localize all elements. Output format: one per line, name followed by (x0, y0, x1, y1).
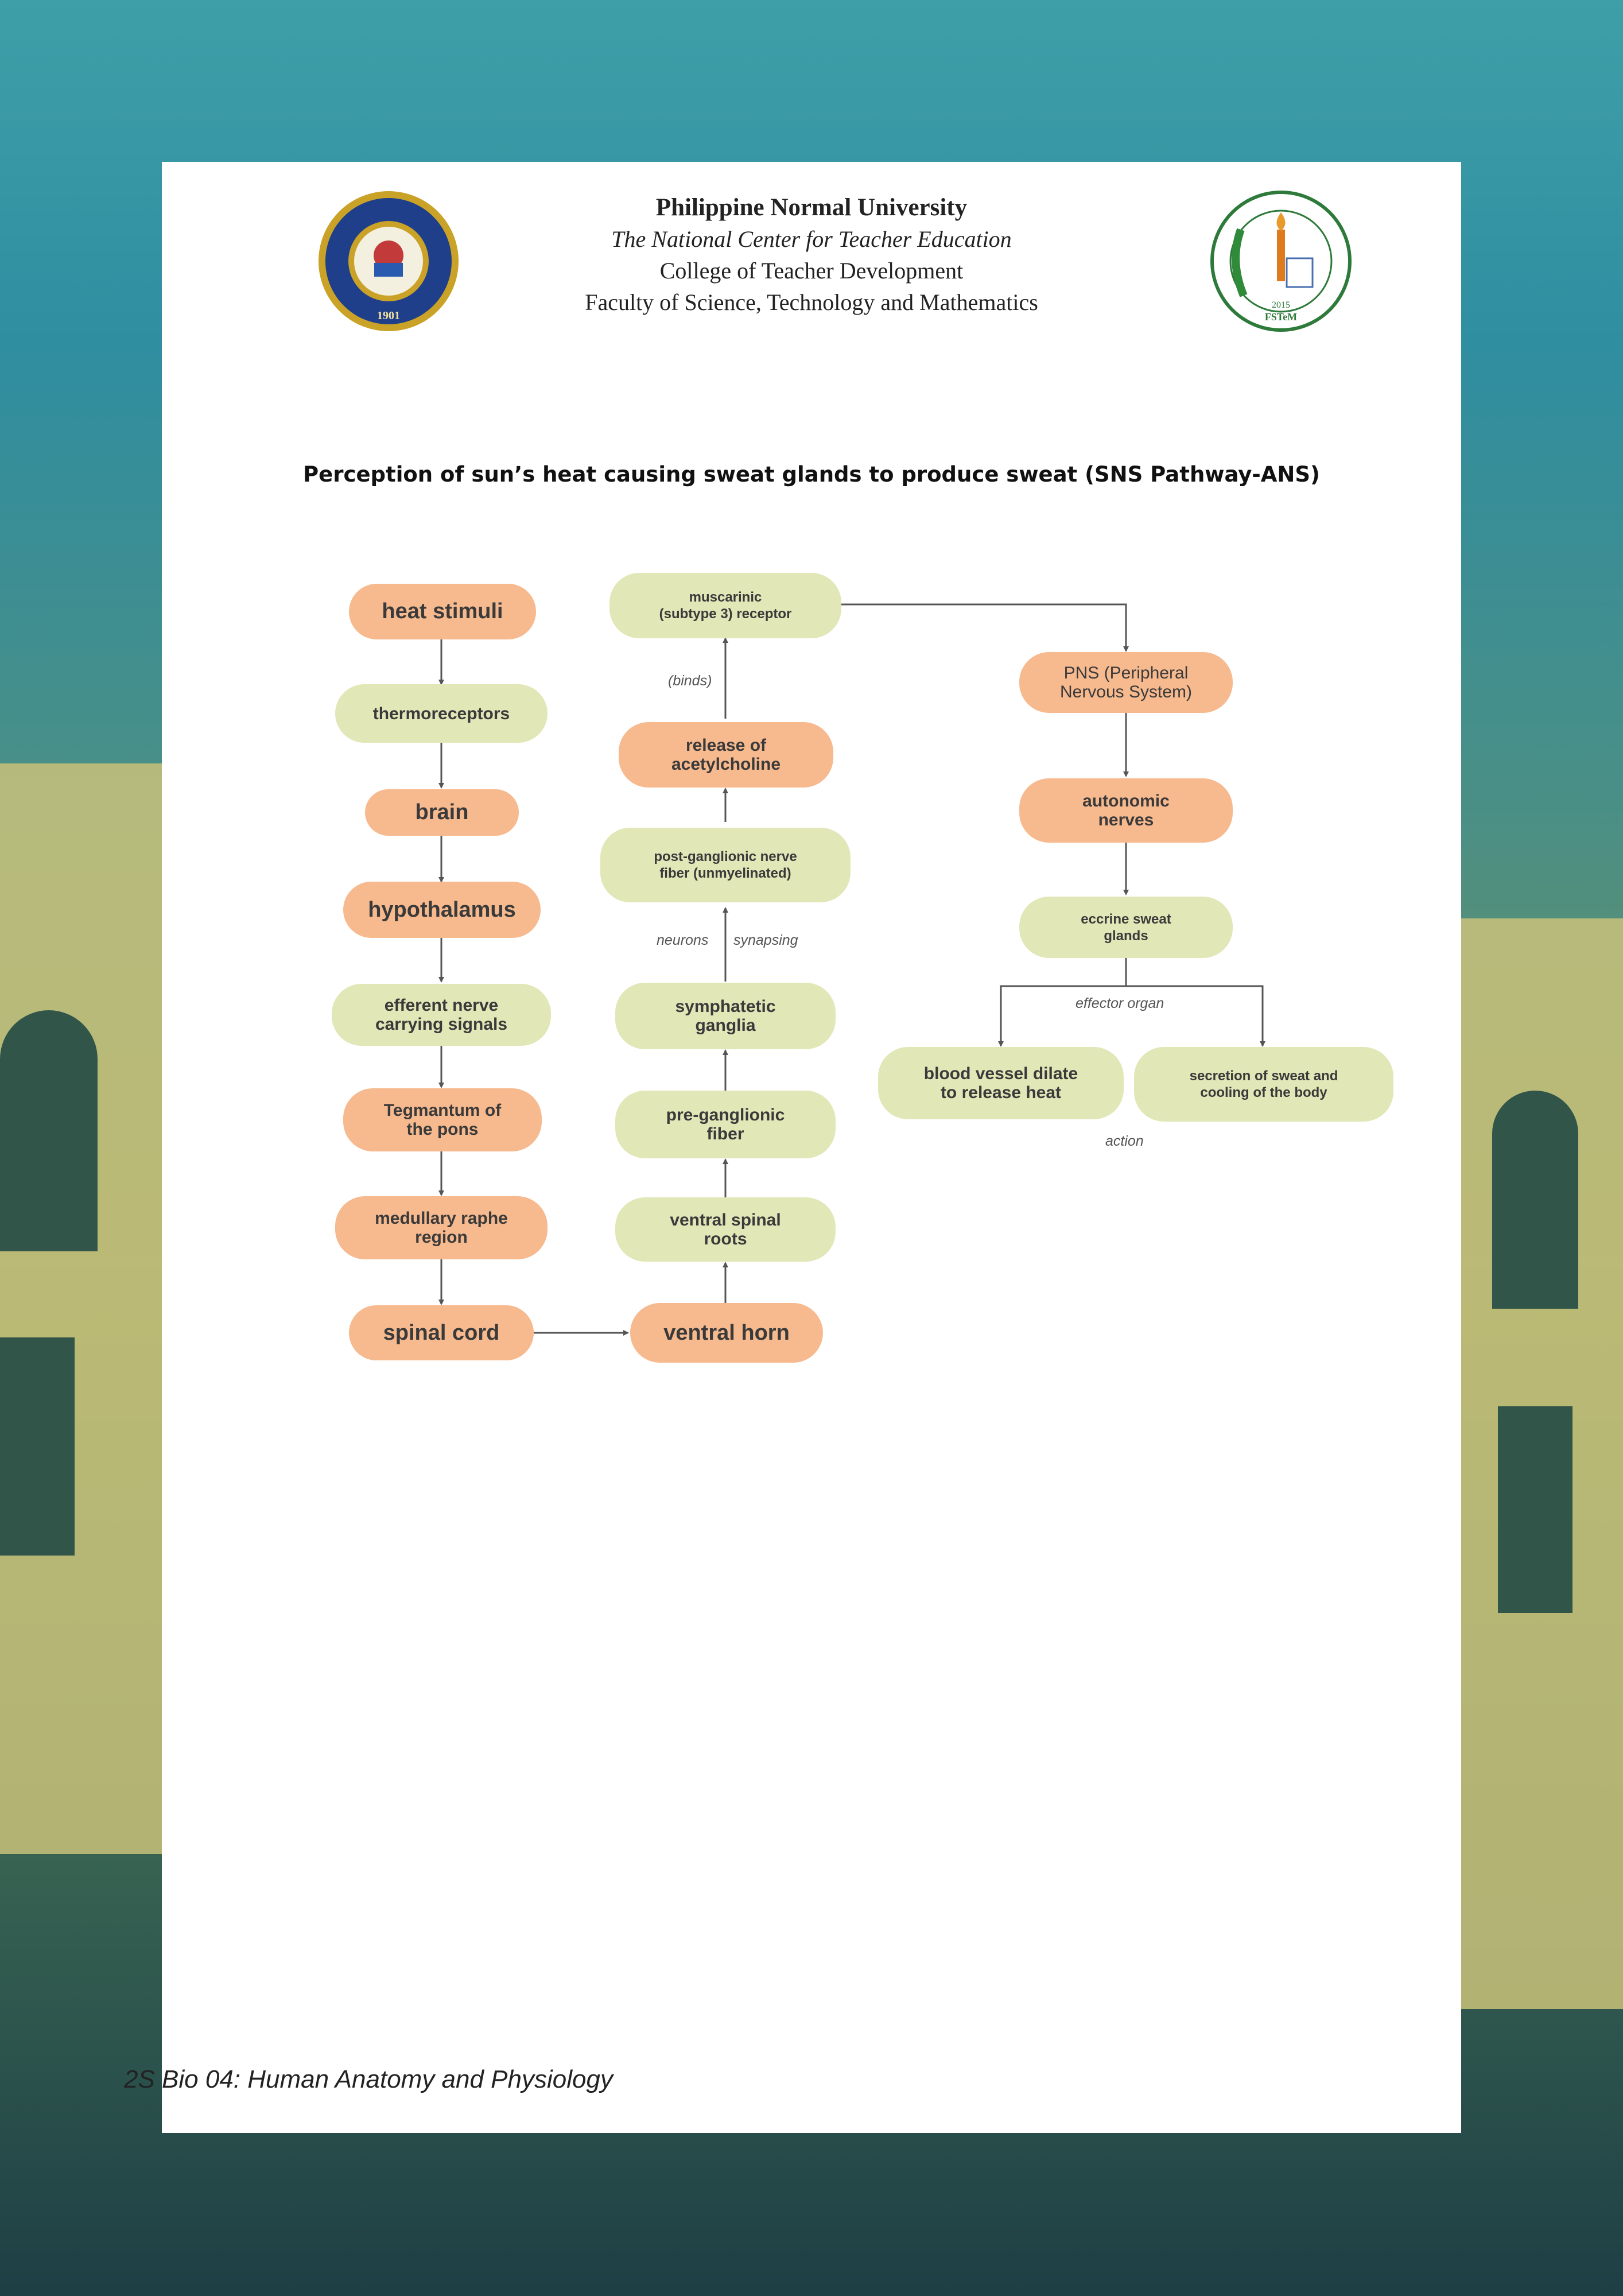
building-right-window (1498, 1406, 1572, 1613)
svg-text:1901: 1901 (377, 309, 400, 322)
seal-year: 1901 (377, 309, 400, 322)
label-action: action (1105, 1133, 1144, 1149)
label-effector-organ: effector organ (1075, 995, 1164, 1011)
node-eccrine-sweat-glands: eccrine sweat glands (1019, 897, 1233, 958)
svg-text:FSTeM: FSTeM (1265, 311, 1297, 323)
node-ventral-horn: ventral horn (630, 1303, 823, 1363)
institution-header: Philippine Normal University The Nationa… (162, 192, 1461, 318)
university-tagline: The National Center for Teacher Educatio… (611, 226, 1012, 252)
node-sweat-secretion: secretion of sweat and cooling of the bo… (1134, 1047, 1393, 1122)
node-sympathetic-ganglia: symphatetic ganglia (615, 983, 836, 1049)
building-left-window (0, 1010, 98, 1251)
label-binds: (binds) (668, 673, 712, 689)
college-name: College of Teacher Development (659, 258, 964, 284)
label-synapsing: synapsing (733, 932, 798, 948)
pnu-seal-logo (319, 191, 459, 331)
node-heat-stimuli: heat stimuli (349, 584, 536, 639)
course-footer: 2S Bio 04: Human Anatomy and Physiology (124, 2065, 613, 2093)
diagram-title: Perception of sun’s heat causing sweat g… (303, 462, 1320, 487)
svg-text:2015: 2015 (1272, 300, 1290, 310)
faculty-name: Faculty of Science, Technology and Mathe… (585, 289, 1038, 315)
college-logo (1210, 191, 1352, 332)
node-ventral-spinal-roots: ventral spinal roots (615, 1197, 836, 1262)
document-page: 1901 Philippine Normal University The Na… (162, 162, 1461, 2133)
node-release-acetylcholine: release of acetylcholine (619, 722, 833, 788)
node-brain: brain (365, 789, 519, 836)
node-postganglionic-fiber: post-ganglionic nerve fiber (unmyelinate… (600, 828, 851, 902)
node-blood-vessel-dilate: blood vessel dilate to release heat (878, 1047, 1124, 1119)
node-tegmentum: Tegmantum of the pons (343, 1088, 542, 1151)
flow-arrows (438, 603, 1265, 1336)
node-preganglionic-fiber: pre-ganglionic fiber (615, 1091, 836, 1158)
node-spinal-cord: spinal cord (349, 1305, 534, 1360)
node-autonomic-nerves: autonomic nerves (1019, 778, 1233, 843)
node-thermoreceptors: thermoreceptors (335, 684, 548, 743)
node-pns: PNS (Peripheral Nervous System) (1019, 652, 1233, 713)
college-logo-text: 2015 FSTeM (1265, 300, 1297, 323)
node-medullary-raphe: medullary raphe region (335, 1196, 548, 1259)
node-efferent-nerve: efferent nerve carrying signals (332, 984, 551, 1046)
node-muscarinic-receptor: muscarinic (subtype 3) receptor (609, 573, 841, 638)
node-hypothalamus: hypothalamus (343, 882, 541, 938)
university-name: Philippine Normal University (655, 194, 968, 221)
building-right-window (1492, 1091, 1578, 1309)
building-left (0, 763, 162, 1854)
label-neurons: neurons (657, 932, 709, 948)
building-left-window (0, 1337, 75, 1556)
